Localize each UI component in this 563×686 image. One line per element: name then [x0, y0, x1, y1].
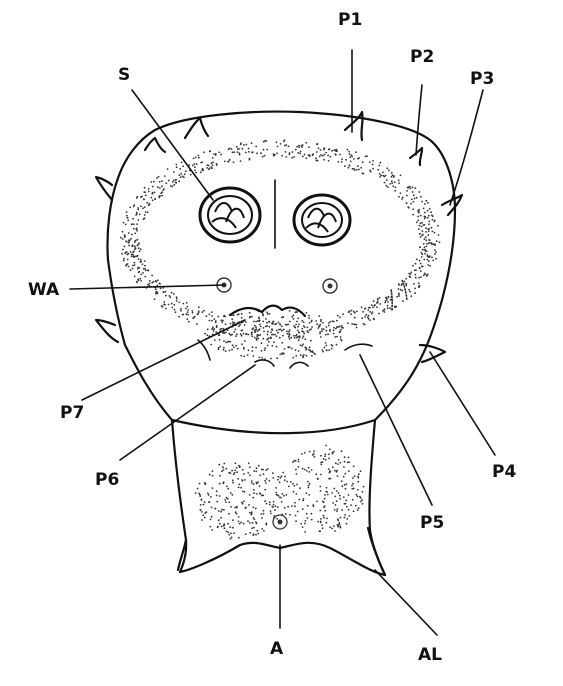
anal-spot: [273, 515, 287, 529]
tail-segment-outline: [172, 420, 385, 575]
stippled-tail-patch: [195, 445, 365, 540]
label-al: AL: [418, 645, 442, 665]
spine-left-top-1: [185, 118, 208, 138]
label-p4: P4: [492, 462, 516, 482]
leader-al: [375, 570, 437, 635]
label-p3: P3: [470, 69, 494, 89]
spine-left-side: [96, 177, 112, 200]
leader-p4: [430, 352, 495, 455]
leader-p2: [416, 85, 422, 155]
spiracle-left: [200, 188, 260, 242]
mouth-lower-notch: [255, 360, 308, 368]
spine-left-top-2: [145, 138, 165, 152]
label-p7: P7: [60, 403, 84, 423]
label-wa: WA: [28, 280, 60, 300]
label-a: A: [270, 639, 284, 659]
label-p2: P2: [410, 47, 434, 67]
spiracle-right: [294, 195, 350, 245]
leader-p3: [450, 90, 483, 205]
head-segment-outline: [107, 112, 455, 434]
spine-left-mid: [96, 320, 118, 342]
label-p5: P5: [420, 513, 444, 533]
label-p1: P1: [338, 10, 362, 30]
leader-s: [132, 90, 213, 200]
wa-spot-right: [323, 279, 337, 293]
stippled-lower-patch: [204, 310, 342, 360]
label-p6: P6: [95, 470, 119, 490]
leader-p6: [120, 365, 255, 460]
label-s: S: [118, 65, 130, 85]
